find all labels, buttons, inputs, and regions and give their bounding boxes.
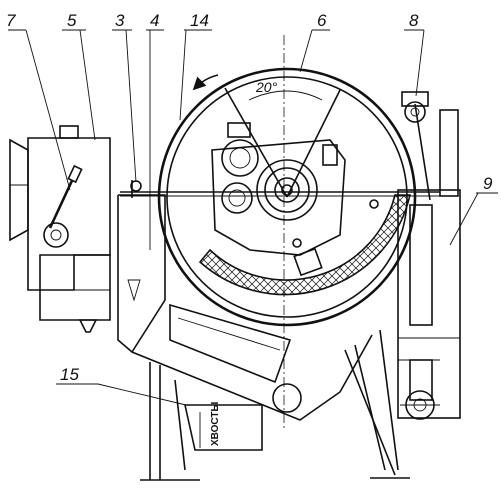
callout-5: 5 [62,11,96,141]
rotation-arrow [192,74,219,91]
tailings-outlet: ХВОСТЫ [184,401,263,451]
callout-15: 15 [56,365,187,406]
callout-14-label: 14 [190,11,209,30]
callout-4: 4 [146,11,164,250]
callout-7: 7 [6,11,71,191]
angle-label: 20° [255,79,278,95]
callout-8-label: 8 [409,11,419,30]
callout-8: 8 [404,11,425,97]
hatched-bath-lining [198,194,412,296]
concentrate-box [397,109,461,419]
magnetic-system [211,122,379,277]
callout-3: 3 [112,11,137,183]
bottom-pulley [400,390,440,420]
callout-4-label: 4 [150,11,159,30]
callout-6: 6 [299,11,330,73]
frame-housing [117,180,373,421]
callout-9-label: 9 [483,174,493,193]
callout-5-label: 5 [67,11,77,30]
feed-box [9,125,111,333]
support-legs [140,329,410,481]
tailings-label: ХВОСТЫ [210,401,221,446]
callout-3-label: 3 [115,11,125,30]
callout-9: 9 [449,174,498,246]
callout-14: 14 [179,11,212,121]
callout-6-label: 6 [317,11,327,30]
callout-7-label: 7 [6,11,16,30]
top-pulley [401,91,431,201]
callout-15-label: 15 [60,365,79,384]
